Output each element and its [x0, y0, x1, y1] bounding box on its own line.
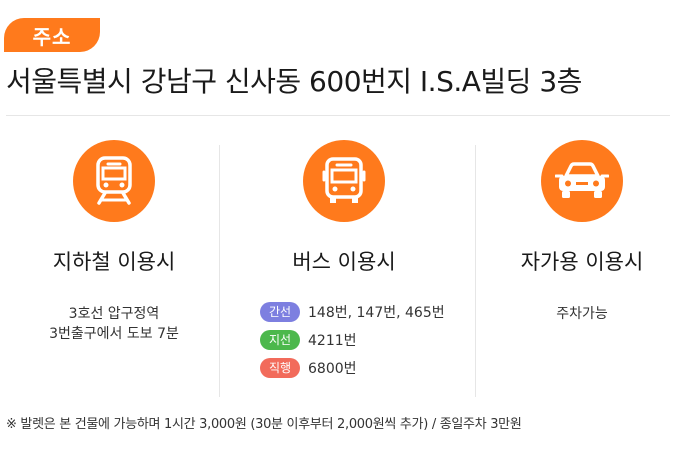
address-tag-label: 주소 — [32, 24, 72, 49]
subway-line: 3호선 압구정역 — [68, 306, 160, 322]
car-parking-info: 주차가능 — [556, 306, 608, 322]
valet-parking-note: ※ 발렛은 본 건물에 가능하며 1시간 3,000원 (30분 이후부터 2,… — [6, 417, 522, 432]
bus-type-badge: 간선 — [260, 302, 300, 322]
bus-route-numbers: 148번, 147번, 465번 — [308, 305, 445, 321]
bus-route-row: 간선 148번, 147번, 465번 — [260, 302, 454, 322]
subway-exit: 3번출구에서 도보 7분 — [49, 326, 179, 342]
subway-title: 지하철 이용시 — [52, 250, 176, 274]
bus-icon-circle — [303, 140, 385, 222]
subway-icon-circle — [73, 140, 155, 222]
bus-route-row: 직행 6800번 — [260, 358, 454, 378]
subway-train-icon — [96, 156, 132, 205]
header-divider — [6, 115, 670, 116]
bus-route-numbers: 4211번 — [308, 333, 357, 349]
bus-type-badge: 지선 — [260, 330, 300, 350]
bus-route-numbers: 6800번 — [308, 361, 357, 377]
subway-section: 지하철 이용시 3호선 압구정역 3번출구에서 도보 7분 — [4, 140, 224, 344]
car-icon-circle — [541, 140, 623, 222]
column-divider-2 — [475, 145, 476, 397]
bus-type-badge: 직행 — [260, 358, 300, 378]
address-text: 서울특별시 강남구 신사동 600번지 I.S.A빌딩 3층 — [6, 65, 582, 98]
bus-route-row: 지선 4211번 — [260, 330, 454, 350]
bus-icon — [322, 157, 366, 203]
car-title: 자가용 이용시 — [520, 250, 644, 274]
bus-route-list: 간선 148번, 147번, 465번 지선 4211번 직행 6800번 — [234, 302, 454, 378]
address-tag: 주소 — [4, 18, 100, 52]
bus-title: 버스 이용시 — [292, 250, 396, 274]
subway-directions: 3호선 압구정역 3번출구에서 도보 7분 — [4, 304, 224, 344]
bus-section: 버스 이용시 간선 148번, 147번, 465번 지선 4211번 직행 6… — [234, 140, 454, 386]
car-icon — [555, 162, 609, 198]
column-divider-1 — [219, 145, 220, 397]
car-section: 자가용 이용시 주차가능 — [472, 140, 677, 324]
